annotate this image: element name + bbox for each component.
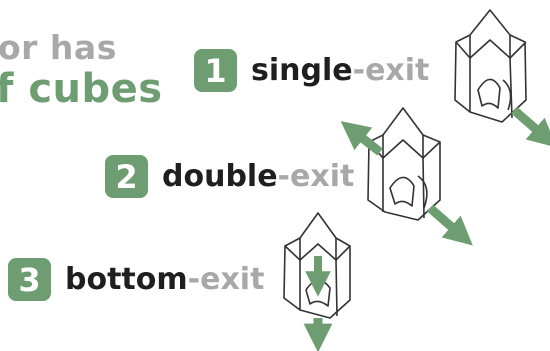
exit-row-double: 2 double-exit [105,155,354,198]
exit-separator: - [187,262,201,297]
single-exit-cube-icon [454,9,527,123]
exit-label-double: double-exit [162,159,354,194]
number-badge-3: 3 [8,258,51,301]
exit-separator: - [277,159,290,194]
exit-label-bottom: bottom-exit [65,262,264,297]
exit-word: double [162,159,278,194]
exit-row-bottom: 3 bottom-exit [8,258,264,301]
exit-separator: - [352,53,366,88]
single-exit-arrow-icon [511,106,550,148]
exit-suffix: exit [200,262,265,297]
number-badge-1: 1 [194,49,237,92]
double-exit-arrow-downright-icon [427,204,473,246]
double-exit-cube-icon [367,107,441,221]
exit-suffix: exit [365,53,430,88]
number-badge-2: 2 [105,155,148,198]
exit-word: single [251,53,353,88]
heading-line-2: f cubes [0,66,163,112]
exit-row-single: 1 single-exit [194,49,429,92]
exit-suffix: exit [290,159,355,194]
double-exit-arrow-upleft-icon [340,121,383,156]
exit-label-single: single-exit [251,53,429,88]
exit-word: bottom [65,262,188,297]
heading-line-1: or has [0,28,117,67]
